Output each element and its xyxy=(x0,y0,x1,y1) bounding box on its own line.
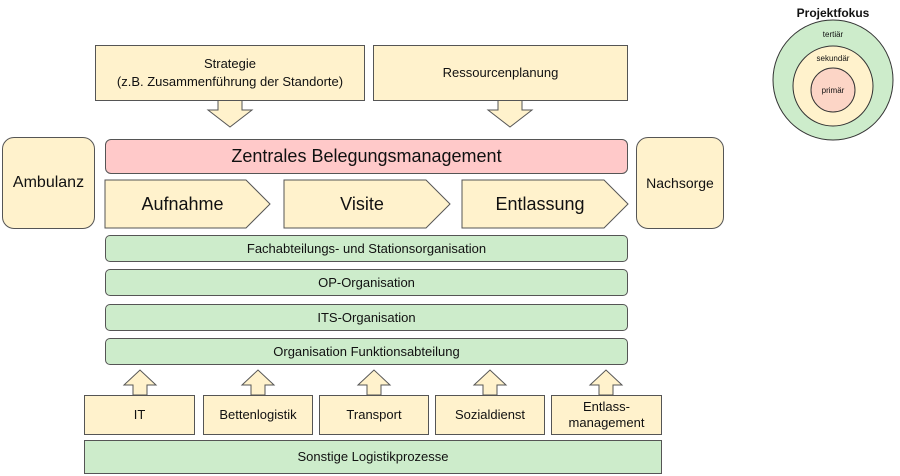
ambulanz-box: Ambulanz xyxy=(2,137,95,229)
support-box: Transport xyxy=(319,395,429,435)
legend-inner-circle xyxy=(810,67,856,113)
org-label: Organisation Funktionsabteilung xyxy=(273,343,460,359)
org-bar: OP-Organisation xyxy=(105,269,628,296)
org-label: ITS-Organisation xyxy=(317,309,416,325)
up-arrow-icon xyxy=(240,369,276,396)
bottom-label: Sonstige Logistikprozesse xyxy=(297,449,449,465)
strategie-label: Strategie xyxy=(203,56,257,72)
process-entlassung-label: Entlassung xyxy=(495,193,585,214)
support-label: Entlass- management xyxy=(568,399,645,430)
up-arrow-icon xyxy=(472,369,508,396)
support-label: Sozialdienst xyxy=(454,407,526,423)
bottom-bar: Sonstige Logistikprozesse xyxy=(84,440,662,474)
org-bar: ITS-Organisation xyxy=(105,304,628,331)
up-arrow-icon xyxy=(588,369,624,396)
support-box: Bettenlogistik xyxy=(203,395,313,435)
nachsorge-label: Nachsorge xyxy=(646,174,714,191)
legend-title: Projektfokus xyxy=(796,6,870,20)
ressourcen-label: Ressourcenplanung xyxy=(442,65,559,81)
support-box: Entlass- management xyxy=(551,395,662,435)
up-arrow-icon xyxy=(356,369,392,396)
support-box: IT xyxy=(84,395,195,435)
legend-middle-label: sekundär xyxy=(816,53,850,63)
strategie-example: (z.B. Zusammenführung der Standorte) xyxy=(116,74,344,89)
central-label: Zentrales Belegungsmanagement xyxy=(231,146,502,167)
chevron-aufnahme xyxy=(104,179,271,229)
support-label: Bettenlogistik xyxy=(219,407,297,423)
process-aufnahme-label: Aufnahme xyxy=(141,193,224,214)
ambulanz-label: Ambulanz xyxy=(12,174,85,192)
down-arrow-icon xyxy=(486,99,534,128)
org-label: OP-Organisation xyxy=(318,274,415,290)
support-box: Sozialdienst xyxy=(435,395,545,435)
central-box: Zentrales Belegungsmanagement xyxy=(105,139,628,174)
org-bar: Organisation Funktionsabteilung xyxy=(105,338,628,365)
chevron-entlassung xyxy=(461,179,629,229)
chevron-visite xyxy=(283,179,451,229)
legend-inner-label: primär xyxy=(821,85,845,95)
strategie-box: Strategie (z.B. Zusammenführung der Stan… xyxy=(95,45,365,101)
legend-outer-label: tertiär xyxy=(822,29,844,39)
up-arrow-icon xyxy=(122,369,158,396)
org-bar: Fachabteilungs- und Stationsorganisation xyxy=(105,235,628,262)
support-label: IT xyxy=(133,407,146,423)
org-label: Fachabteilungs- und Stationsorganisation xyxy=(246,240,487,256)
down-arrow-icon xyxy=(206,99,254,128)
nachsorge-box: Nachsorge xyxy=(636,137,724,229)
ressourcen-box: Ressourcenplanung xyxy=(373,45,628,101)
process-visite-label: Visite xyxy=(340,193,384,214)
support-label: Transport xyxy=(346,407,402,423)
